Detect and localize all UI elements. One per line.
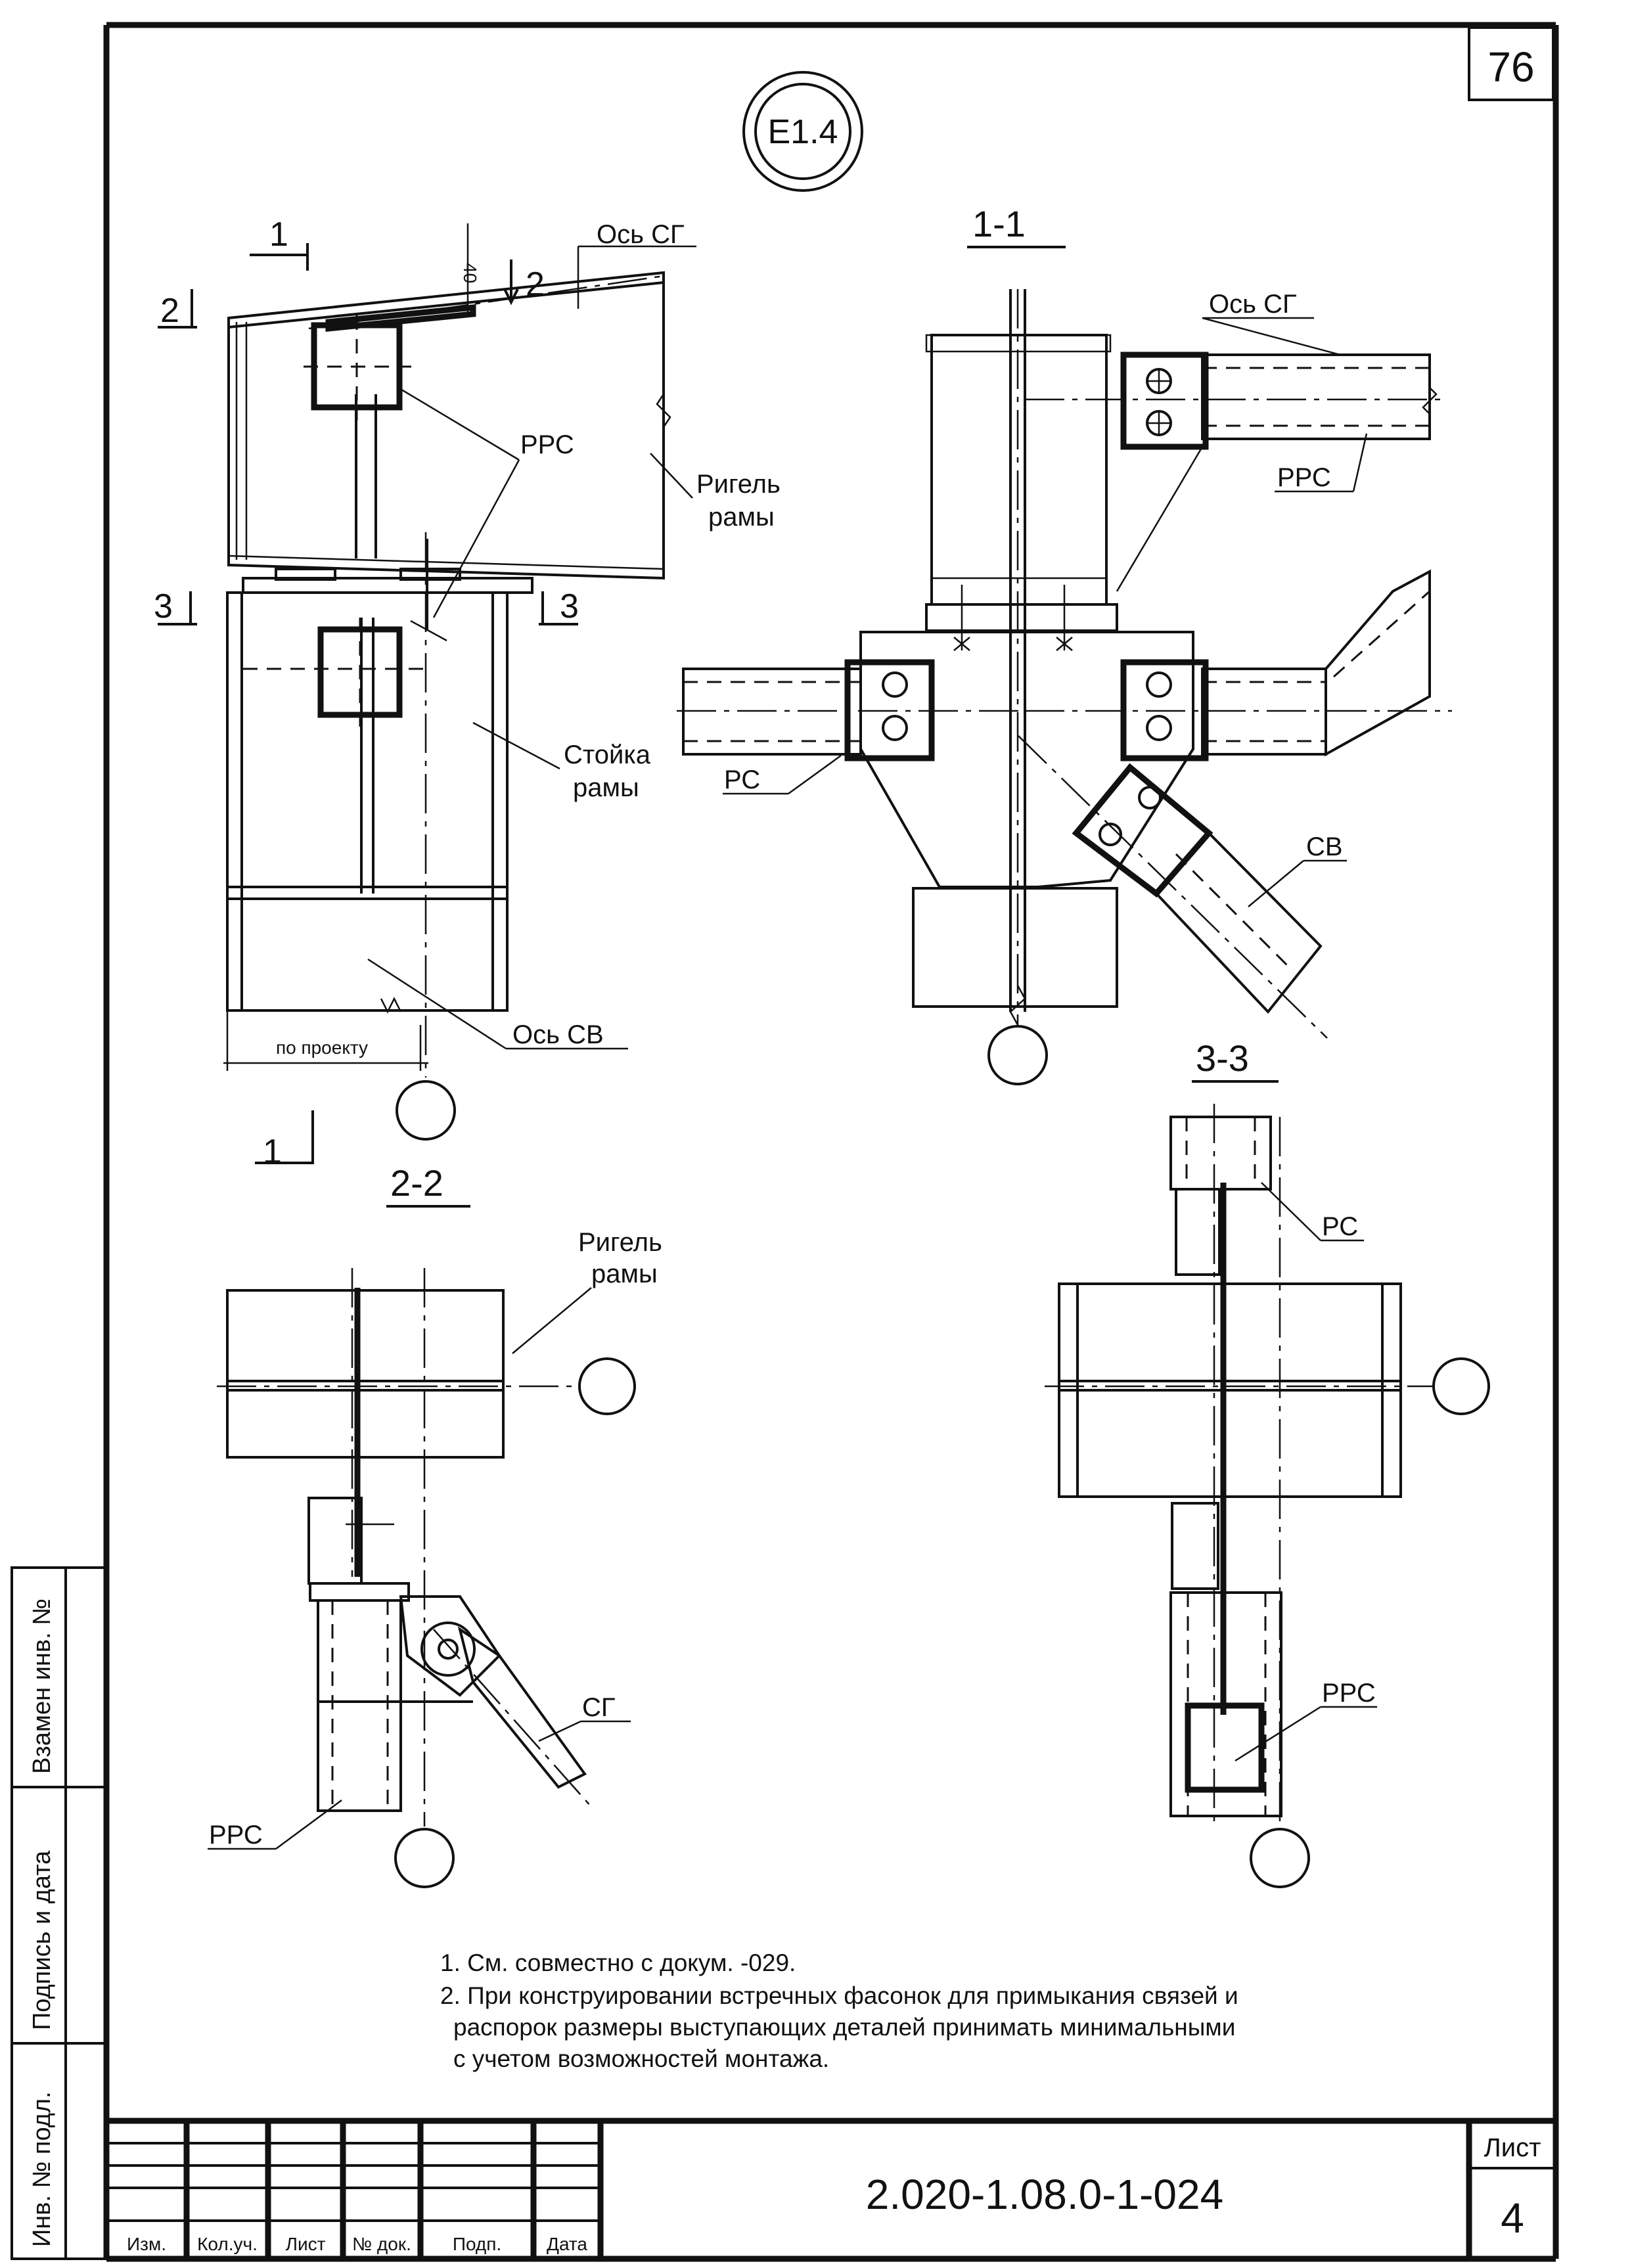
main-ppc: РРС — [520, 430, 574, 459]
main-axis-sv: Ось СВ — [512, 1020, 604, 1049]
sec11-title: 1-1 — [972, 203, 1026, 244]
note-2a: 2. При конструировании встречных фасонок… — [440, 1982, 1238, 2009]
notes: 1. См. совместно с докум. -029. 2. При к… — [440, 1949, 1238, 2072]
sec11-axis-sg: Ось СГ — [1209, 290, 1297, 319]
main-column-l1: Стойка — [564, 740, 651, 769]
node-mark: E1.4 — [742, 71, 863, 192]
dim-project: по проекту — [276, 1037, 368, 1058]
main-column-l2: рамы — [573, 773, 639, 802]
dim-40: 40 — [460, 263, 480, 283]
col-izm: Изм. — [127, 2234, 166, 2254]
main-axis-sg: Ось СГ — [597, 220, 685, 249]
section-1-1: 1-1 — [677, 203, 1452, 1085]
main-beam-l1: Ригель — [696, 470, 781, 499]
sec22-beam-l2: рамы — [591, 1259, 658, 1288]
cut2-right-label: 2 — [526, 265, 545, 304]
note-2b: распорок размеры выступающих деталей при… — [453, 2014, 1235, 2041]
sec33-ppc: РРС — [1322, 1679, 1376, 1708]
sec22-title: 2-2 — [390, 1162, 443, 1204]
side-stamp-replace: Взамен инв. № — [28, 1599, 56, 1774]
sec11-ppc: РРС — [1277, 463, 1331, 492]
sec11-pc: РС — [724, 765, 760, 794]
section-3-3: 3-3 РС РРС — [1045, 1037, 1490, 1888]
note-1: 1. См. совместно с докум. -029. — [440, 1949, 796, 1976]
doc-code: 2.020-1.08.0-1-024 — [866, 2171, 1223, 2218]
side-stamp-sign: Подпись и дата — [28, 1850, 56, 2030]
cut3-left-label: 3 — [154, 587, 173, 625]
sheet-number: 4 — [1501, 2194, 1524, 2242]
sec22-ppc: РРС — [209, 1821, 263, 1849]
cut3-right-label: 3 — [560, 587, 579, 625]
col-podp: Подп. — [453, 2234, 501, 2254]
section-2-2: 2-2 Ригель рамы СГ — [208, 1162, 662, 1888]
col-kol: Кол.уч. — [197, 2234, 258, 2254]
sheet-label: Лист — [1484, 2133, 1541, 2162]
side-stamp-inv: Инв. № подл. — [28, 2091, 56, 2247]
sec11-sv: СВ — [1306, 832, 1343, 861]
sec33-pc: РС — [1322, 1212, 1358, 1241]
sec33-title: 3-3 — [1196, 1037, 1249, 1079]
col-doc: № док. — [352, 2234, 411, 2254]
title-block: Изм. Кол.уч. Лист № док. Подп. Дата 2.02… — [106, 2118, 1556, 2259]
node-mark-label: E1.4 — [768, 113, 838, 151]
cut1-bottom-label: 1 — [263, 1133, 282, 1171]
page-number-box: 76 — [1468, 26, 1554, 101]
cut1-top-label: 1 — [269, 215, 288, 254]
col-date: Дата — [547, 2234, 587, 2254]
cut2-left-label: 2 — [160, 292, 179, 330]
note-2c: с учетом возможностей монтажа. — [453, 2045, 829, 2072]
page-number: 76 — [1487, 43, 1534, 91]
sec22-beam-l1: Ригель — [578, 1228, 662, 1257]
main-view: по проекту 1 1 2 2 3 3 40 Ось СГ РРС Риг… — [154, 215, 781, 1171]
main-beam-l2: рамы — [708, 503, 775, 532]
sheet-frame — [103, 22, 1559, 2262]
col-list: Лист — [286, 2234, 326, 2254]
side-stamp: Взамен инв. № Подпись и дата Инв. № подл… — [11, 1566, 108, 2260]
sec22-sg: СГ — [582, 1693, 616, 1722]
